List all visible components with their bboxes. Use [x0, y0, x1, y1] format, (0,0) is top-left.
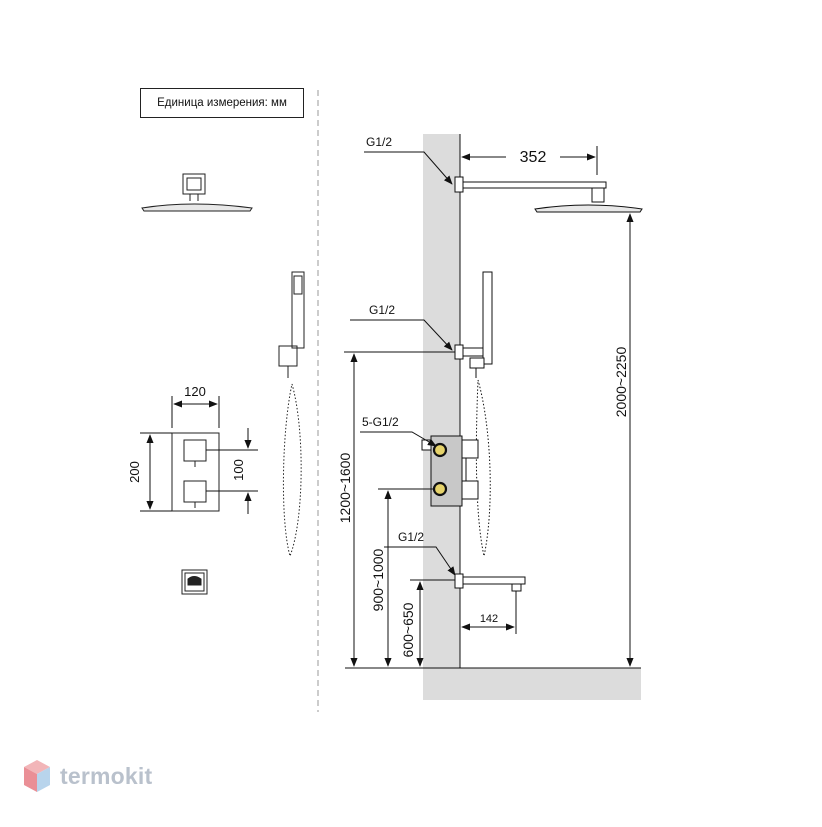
valve-thread-label: 5-G1/2: [362, 415, 399, 429]
hand-thread-leader: [350, 319, 453, 351]
arm-length-dimension: [461, 146, 598, 175]
spout-length-label: 142: [480, 613, 498, 625]
hand-height-label: 1200~1600: [337, 453, 353, 524]
brand-name: termokit: [60, 762, 153, 789]
panel-height-label: 200: [127, 461, 142, 483]
head-thread-leader: [364, 151, 453, 185]
panel-height-dimension: [140, 432, 172, 512]
handle-spacing-dimension: [206, 428, 258, 514]
bath-spout: [454, 573, 526, 592]
handle-spacing-label: 100: [231, 459, 246, 481]
control-panel-view: [171, 432, 220, 512]
brand-logo: termokit: [22, 756, 152, 796]
hand-shower-view: [278, 271, 305, 558]
valve-thread-leader: [360, 431, 437, 447]
concealed-valve: [421, 435, 479, 507]
panel-width-dimension: [171, 396, 220, 428]
unit-label: Единица измерения: мм: [157, 97, 287, 109]
arm-length-label: 352: [520, 149, 547, 166]
wall: [423, 134, 460, 700]
valve-height-label: 900~1000: [370, 548, 386, 611]
unit-label-box: Единица измерения: мм: [140, 88, 304, 118]
spout-height-label: 600~650: [400, 602, 416, 657]
spout-length-dimension: [461, 591, 517, 634]
spout-height-dimension: [410, 579, 455, 667]
shower-arm: [454, 176, 643, 213]
hand-thread-label: G1/2: [369, 303, 395, 317]
head-thread-label: G1/2: [366, 135, 392, 149]
spout-thread-leader: [384, 546, 456, 576]
hand-height-dimension: [344, 351, 455, 667]
spout-view: [181, 569, 208, 595]
rain-shower-head-view: [141, 173, 253, 212]
head-height-label: 2000~2250: [613, 347, 629, 418]
hand-shower-install: [454, 271, 493, 557]
spout-thread-label: G1/2: [398, 530, 424, 544]
panel-width-label: 120: [184, 384, 206, 399]
floor: [423, 668, 641, 700]
cube-logo-icon: [24, 760, 50, 792]
valve-height-dimension: [378, 488, 433, 667]
